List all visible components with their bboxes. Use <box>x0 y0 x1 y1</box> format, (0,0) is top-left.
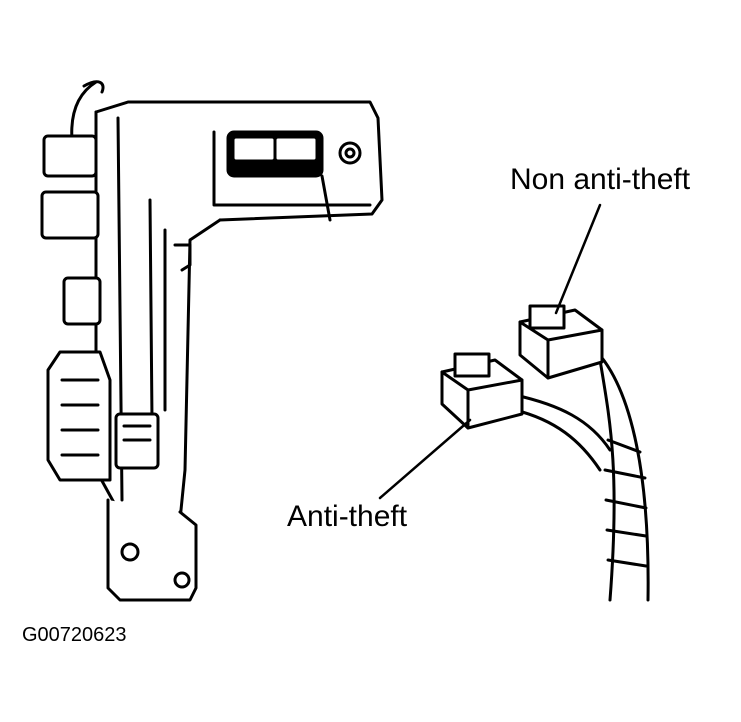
harness-wrap-lines <box>605 440 646 566</box>
branch-wire-1 <box>515 395 610 450</box>
ignition-switch-assembly <box>42 82 382 600</box>
mount-hole-inner <box>346 149 354 157</box>
small-latch <box>175 245 190 270</box>
housing-tab <box>322 176 330 220</box>
side-block-upper <box>42 192 98 238</box>
housing-edge <box>214 132 370 205</box>
anti-theft-connector <box>442 354 522 428</box>
label-non-anti-theft: Non anti-theft <box>510 163 691 196</box>
socket-pins-left <box>236 140 272 158</box>
figure-code: G00720623 <box>22 624 127 646</box>
body-edge-2 <box>150 200 152 420</box>
leader-non-anti-theft <box>556 205 600 313</box>
leader-anti-theft <box>380 420 470 498</box>
label-anti-theft: Anti-theft <box>287 500 408 533</box>
non-anti-theft-latch <box>530 306 564 328</box>
side-block-mid <box>64 278 100 324</box>
non-anti-theft-connector <box>520 306 602 378</box>
mount-hole <box>340 143 360 163</box>
side-block-top <box>44 136 96 176</box>
wire-tip <box>84 82 103 92</box>
socket-pins-right <box>278 140 314 158</box>
wiring-harness <box>515 345 648 600</box>
bracket-hole-2 <box>175 573 189 587</box>
body-connector-lines <box>124 426 150 440</box>
mounting-bracket <box>108 500 196 600</box>
anti-theft-latch <box>455 354 489 376</box>
harness-right-edge <box>590 345 648 600</box>
bracket-hole-1 <box>122 544 138 560</box>
lower-module <box>48 352 110 480</box>
harness-left-edge <box>600 360 614 600</box>
branch-wire-2 <box>515 410 600 470</box>
switch-wire <box>72 82 96 140</box>
module-ribs <box>62 380 98 455</box>
